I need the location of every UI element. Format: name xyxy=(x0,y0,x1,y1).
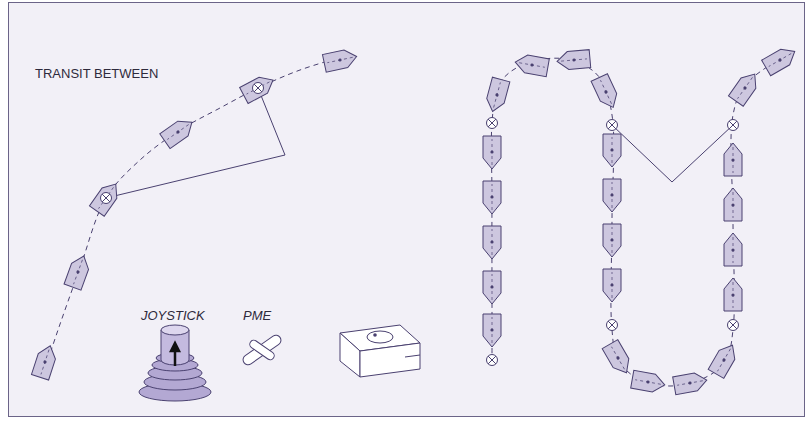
vessel-symbol xyxy=(603,179,621,212)
joystick-symbol xyxy=(139,325,211,401)
pme-symbol xyxy=(241,333,283,366)
control-label: JOYSTICK xyxy=(141,308,205,323)
waypoint-symbol xyxy=(607,320,618,331)
waypoint-symbol xyxy=(487,355,498,366)
panel-heading: TRANSIT BETWEEN xyxy=(35,66,158,81)
vessel-symbol xyxy=(89,179,123,216)
waypoint-link xyxy=(612,125,733,182)
waypoint-symbol xyxy=(487,118,498,129)
vessel-symbol xyxy=(483,271,501,304)
vessel-symbol xyxy=(728,69,762,106)
vessel-symbol xyxy=(64,253,92,290)
vessel-symbol xyxy=(724,233,742,266)
vessel-symbol xyxy=(603,224,621,257)
vessel-symbol xyxy=(708,341,740,379)
vessel-symbol xyxy=(483,226,501,259)
track-line xyxy=(42,56,345,378)
vessel-symbol xyxy=(31,343,58,380)
vessel-symbol xyxy=(603,134,621,167)
vessel-symbol xyxy=(483,136,501,169)
vessel-symbol xyxy=(322,48,358,72)
waypoint-symbol xyxy=(607,120,618,131)
vessel-symbol xyxy=(160,115,197,149)
control-label: PME xyxy=(243,308,271,323)
waypoint-link xyxy=(106,88,285,198)
vessel-symbol xyxy=(514,53,550,76)
track-line xyxy=(491,58,778,386)
vessel-symbol xyxy=(724,143,742,176)
vessel-symbol xyxy=(724,278,742,311)
vessel-symbol xyxy=(673,371,709,394)
vessel-symbol xyxy=(762,44,800,76)
vessel-symbol xyxy=(602,340,634,378)
waypoint-symbol xyxy=(728,120,739,131)
waypoint-symbol xyxy=(253,83,264,94)
vessel-symbol xyxy=(631,370,667,393)
vessel-symbol xyxy=(603,269,621,302)
waypoint-symbol xyxy=(728,320,739,331)
vessel-symbol xyxy=(483,314,501,347)
waypoint-symbol xyxy=(101,193,112,204)
vessel-symbol xyxy=(483,181,501,214)
control-panel-symbol xyxy=(340,325,420,377)
vessel-symbol xyxy=(556,50,590,71)
vessel-symbol xyxy=(484,77,510,114)
vessel-symbol xyxy=(240,72,278,103)
panel-frame xyxy=(9,3,805,417)
vessel-symbol xyxy=(591,74,621,112)
vessel-symbol xyxy=(724,188,742,221)
